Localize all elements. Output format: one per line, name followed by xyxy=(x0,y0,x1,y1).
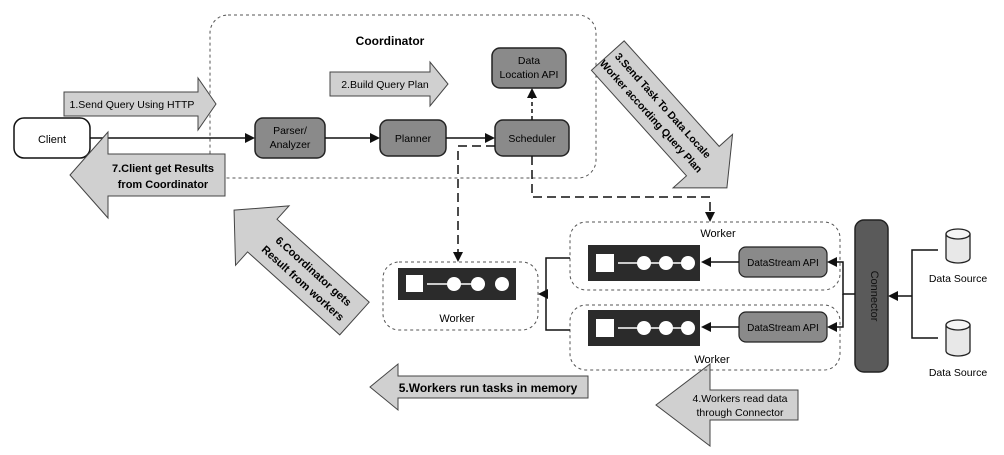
connector-label: Connector xyxy=(868,271,880,322)
arrow-datasources-to-connector xyxy=(890,249,938,339)
data-source-1-label: Data Source xyxy=(929,273,988,285)
step6-arrow xyxy=(233,205,370,336)
left-worker-label: Worker xyxy=(439,313,475,325)
bottom-worker-node-3 xyxy=(681,321,695,335)
top-worker-node-1 xyxy=(637,256,651,270)
bottom-datastream-label: DataStream API xyxy=(747,323,819,334)
step1-arrow xyxy=(63,76,217,132)
arrow-workers-to-left-worker xyxy=(540,257,570,331)
analyzer-label: Analyzer xyxy=(270,139,311,151)
bottom-worker-square xyxy=(596,319,614,337)
step7-label-1: 7.Client get Results xyxy=(112,163,214,175)
step2-arrow xyxy=(329,60,449,108)
step5-arrow xyxy=(369,362,589,412)
arrow-connector-to-bottom-datastream xyxy=(827,294,844,332)
bottom-worker-label: Worker xyxy=(694,354,730,366)
planner-label: Planner xyxy=(395,133,432,145)
coordinator-title: Coordinator xyxy=(356,34,425,48)
client-label: Client xyxy=(38,134,66,146)
bottom-worker-node-1 xyxy=(637,321,651,335)
left-worker-container xyxy=(382,261,539,331)
left-worker-node-1 xyxy=(447,277,461,291)
bottom-worker-container xyxy=(569,304,841,371)
parser-analyzer-box xyxy=(254,117,326,159)
step2-label: 2.Build Query Plan xyxy=(341,79,429,91)
step1-label: 1.Send Query Using HTTP xyxy=(70,99,195,111)
left-worker-node-2 xyxy=(471,277,485,291)
step4-label-2: through Connector xyxy=(697,407,784,419)
arrow-scheduler-to-left-worker xyxy=(453,145,495,262)
data-source-2-icon xyxy=(945,319,971,357)
top-datastream-label: DataStream API xyxy=(747,258,819,269)
arrow-connector-to-top-datastream xyxy=(827,257,855,295)
top-worker-label: Worker xyxy=(700,228,736,240)
data-location-api-box xyxy=(491,47,567,89)
step3-arrow xyxy=(590,40,734,189)
bottom-worker-node-2 xyxy=(659,321,673,335)
data-source-1-icon xyxy=(945,228,971,264)
data-location-label-1: Data xyxy=(518,55,540,67)
top-worker-square xyxy=(596,254,614,272)
step3-group: 3.Send Task To Data Locale Worker accord… xyxy=(590,40,734,189)
step6-group: 6.Coordinator gets Result from workers xyxy=(233,205,370,336)
data-source-2-label: Data Source xyxy=(929,367,988,379)
parser-label: Parser/ xyxy=(273,125,307,137)
left-worker-square xyxy=(406,275,423,292)
step7-arrow xyxy=(69,130,226,220)
step5-label: 5.Workers run tasks in memory xyxy=(399,381,578,395)
top-worker-node-2 xyxy=(659,256,673,270)
step4-label-1: 4.Workers read data xyxy=(693,393,788,405)
step7-label-2: from Coordinator xyxy=(118,179,209,191)
step4-arrow xyxy=(655,362,799,448)
arrow-scheduler-to-workers xyxy=(531,156,715,222)
top-worker-node-3 xyxy=(681,256,695,270)
data-location-label-2: Location API xyxy=(500,69,559,81)
left-worker-node-3 xyxy=(495,277,509,291)
scheduler-label: Scheduler xyxy=(508,133,556,145)
